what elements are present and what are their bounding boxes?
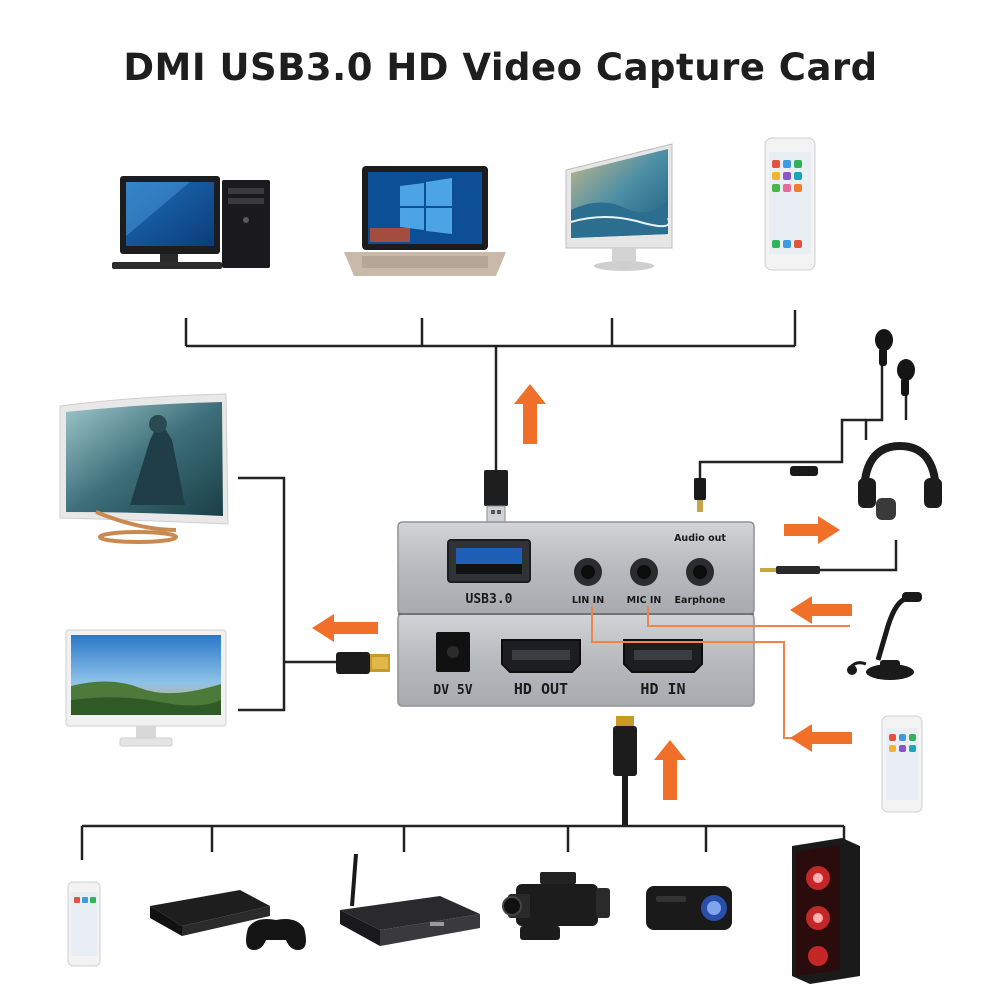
hdmi-input-cable xyxy=(613,716,637,826)
arrow-left-icon xyxy=(790,724,852,752)
smartphone-icon xyxy=(881,715,923,813)
mic-in-label: MIC IN xyxy=(627,595,662,606)
bottom-bus-lines xyxy=(80,824,846,860)
headphone-cable xyxy=(760,540,898,574)
hdmi-plug-icon xyxy=(336,652,390,674)
smartphone-icon xyxy=(764,137,816,271)
desktop-pc-icon xyxy=(112,176,270,269)
curved-monitor-icon xyxy=(59,393,229,544)
line-in-label: LIN IN xyxy=(572,595,604,606)
arrow-left-icon xyxy=(790,596,852,624)
dc-power-port xyxy=(436,632,470,672)
earphone-cable xyxy=(694,418,866,512)
arrow-left-icon xyxy=(312,614,378,642)
audio-out-label: Audio out xyxy=(674,533,726,544)
flat-monitor-icon xyxy=(65,629,227,747)
mic-in-jack xyxy=(630,558,658,586)
usb-plug-icon xyxy=(484,470,508,525)
earphones-icon xyxy=(864,329,915,440)
gaming-pc-icon xyxy=(792,838,860,984)
smartphone-icon xyxy=(67,881,101,967)
hdmi-in-port xyxy=(623,639,703,673)
line-in-jack xyxy=(574,558,602,586)
game-console-icon xyxy=(150,890,306,950)
all-in-one-pc-icon xyxy=(565,143,673,271)
usb-port xyxy=(447,539,531,583)
capture-card-device: USB3.0 LIN IN MIC IN Earphone Audio out xyxy=(397,521,755,707)
headphones-icon xyxy=(858,441,942,520)
hdmi-in-label: HD IN xyxy=(640,680,685,698)
left-bus-lines xyxy=(238,476,336,712)
camcorder-icon xyxy=(502,872,610,940)
laptop-icon xyxy=(344,166,506,276)
earphone-jack xyxy=(686,558,714,586)
hdmi-out-label: HD OUT xyxy=(514,680,568,698)
usb-port-label: USB3.0 xyxy=(466,592,513,607)
hdmi-out-port xyxy=(501,639,581,673)
arrow-up-icon xyxy=(514,384,546,444)
top-bus-lines xyxy=(184,310,797,470)
microphone-icon xyxy=(847,592,922,680)
dc-port-label: DV 5V xyxy=(433,683,472,698)
earphone-label: Earphone xyxy=(675,595,726,606)
set-top-box-icon xyxy=(340,853,480,946)
arrow-up-icon xyxy=(654,740,686,800)
arrow-right-icon xyxy=(784,516,840,544)
page-title: DMI USB3.0 HD Video Capture Card xyxy=(123,46,878,89)
projector-icon xyxy=(646,886,732,930)
